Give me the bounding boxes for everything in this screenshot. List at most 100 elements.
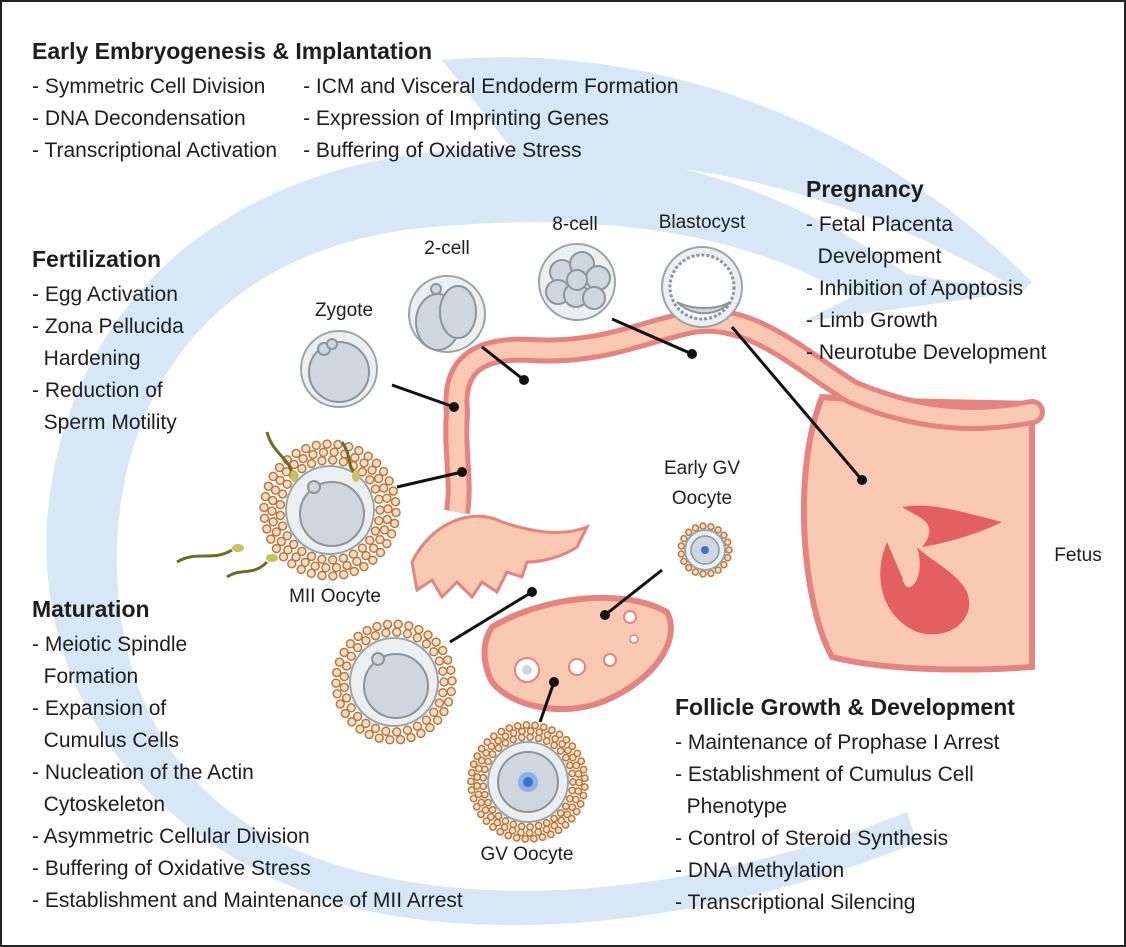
cumulus-cell [531, 836, 537, 842]
cumulus-cell [384, 505, 392, 513]
fertilization-list: - Egg Activation - Zona Pellucida Harden… [32, 279, 184, 439]
label-blastocyst: Blastocyst [642, 212, 762, 234]
cumulus-cell [510, 736, 516, 742]
list-item: Cytoskeleton [32, 789, 463, 821]
cumulus-cell [563, 737, 569, 743]
cumulus-cell [329, 556, 337, 564]
cumulus-cell [721, 532, 727, 538]
cumulus-cell [298, 465, 306, 473]
cumulus-cell [715, 567, 721, 573]
cumulus-cell [474, 804, 480, 810]
cumulus-cell [563, 803, 569, 809]
cumulus-cell [574, 808, 580, 814]
cumulus-cell [726, 547, 732, 553]
cumulus-cell [366, 536, 374, 544]
cumulus-cell [577, 801, 583, 807]
cumulus-cell [681, 536, 687, 542]
cumulus-cell [375, 517, 383, 525]
label-mii-oocyte: MII Oocyte [270, 586, 400, 608]
cumulus-cell [708, 524, 714, 530]
cumulus-cell [392, 498, 400, 506]
cumulus-cell [471, 761, 477, 767]
cumulus-cell [366, 476, 374, 484]
cumulus-cell [389, 487, 397, 495]
cumulus-cell [502, 740, 508, 746]
cumulus-cell [297, 565, 305, 573]
cumulus-cell [541, 724, 547, 730]
gv-oocyte-cell [468, 722, 588, 842]
list-item: Sperm Motility [32, 407, 184, 439]
list-item: - Zona Pellucida [32, 311, 184, 343]
list-item: - Buffering of Oxidative Stress [32, 853, 463, 885]
label-fetus: Fetus [1042, 545, 1114, 567]
cumulus-cell [721, 562, 727, 568]
cumulus-cell [544, 738, 550, 744]
eight-cell-embryo [539, 244, 615, 320]
list-item: - Transcriptional Silencing [675, 887, 1015, 919]
cumulus-cell [333, 564, 341, 572]
cumulus-cell [479, 746, 485, 752]
cumulus-cell [469, 770, 475, 776]
cumulus-cell [506, 725, 512, 731]
cumulus-cell [557, 748, 563, 754]
cumulus-cell [302, 445, 310, 453]
cumulus-cell [515, 723, 521, 729]
list-item: - Limb Growth [806, 305, 1046, 337]
cumulus-cell [544, 820, 550, 826]
cumulus-cell [364, 452, 372, 460]
two-cell-embryo [409, 276, 485, 352]
cumulus-cell [580, 766, 586, 772]
cumulus-cell [523, 722, 529, 728]
cumulus-cell [355, 447, 363, 455]
cumulus-cell [678, 551, 684, 557]
cumulus-cell [261, 493, 269, 501]
cumulus-cell [376, 506, 384, 514]
cumulus-cell [264, 482, 272, 490]
label-early-gv-oocyte: Early GV Oocyte [642, 454, 762, 514]
cumulus-cell [322, 564, 330, 572]
cumulus-cell [549, 727, 555, 733]
cumulus-cell [567, 762, 573, 768]
cumulus-cell [269, 518, 277, 526]
list-item: - Nucleation of the Actin [32, 757, 463, 789]
cumulus-cell [551, 742, 557, 748]
cumulus-cell [489, 807, 495, 813]
cumulus-cell [383, 540, 391, 548]
cumulus-cell [539, 834, 545, 840]
list-item: - Expansion of [32, 693, 463, 725]
cumulus-cell [498, 728, 504, 734]
cumulus-cell [681, 558, 687, 564]
cumulus-cell [556, 731, 562, 737]
cumulus-cell [375, 495, 383, 503]
cumulus-cell [360, 563, 368, 571]
list-item: Hardening [32, 343, 184, 375]
cumulus-cell [474, 753, 480, 759]
cumulus-cell [288, 560, 296, 568]
cumulus-cell [574, 750, 580, 756]
list-item: - Fetal Placenta [806, 209, 1046, 241]
cumulus-cell [261, 514, 269, 522]
cumulus-cell [497, 829, 503, 835]
list-item: - Reduction of [32, 375, 184, 407]
cumulus-cell [526, 830, 532, 836]
cumulus-cell [518, 734, 524, 740]
cumulus-cell [292, 449, 300, 457]
cumulus-cell [483, 818, 489, 824]
cumulus-cell [700, 571, 706, 577]
cumulus-cell [568, 816, 574, 822]
cumulus-cell [377, 549, 385, 557]
label-gv-oocyte: GV Oocyte [462, 844, 592, 866]
list-item: Cumulus Cells [32, 725, 463, 757]
cumulus-cell [562, 822, 568, 828]
cumulus-cell [725, 539, 731, 545]
cumulus-cell [358, 544, 366, 552]
cumulus-cell [551, 816, 557, 822]
cumulus-cell [535, 823, 541, 829]
cumulus-cell [318, 555, 326, 563]
cumulus-cell [491, 733, 497, 739]
pregnancy-title: Pregnancy [806, 176, 1046, 203]
cumulus-cell [495, 813, 501, 819]
cumulus-cell [373, 459, 381, 467]
follicle-growth-list: - Maintenance of Prophase I Arrest - Est… [675, 727, 1015, 919]
